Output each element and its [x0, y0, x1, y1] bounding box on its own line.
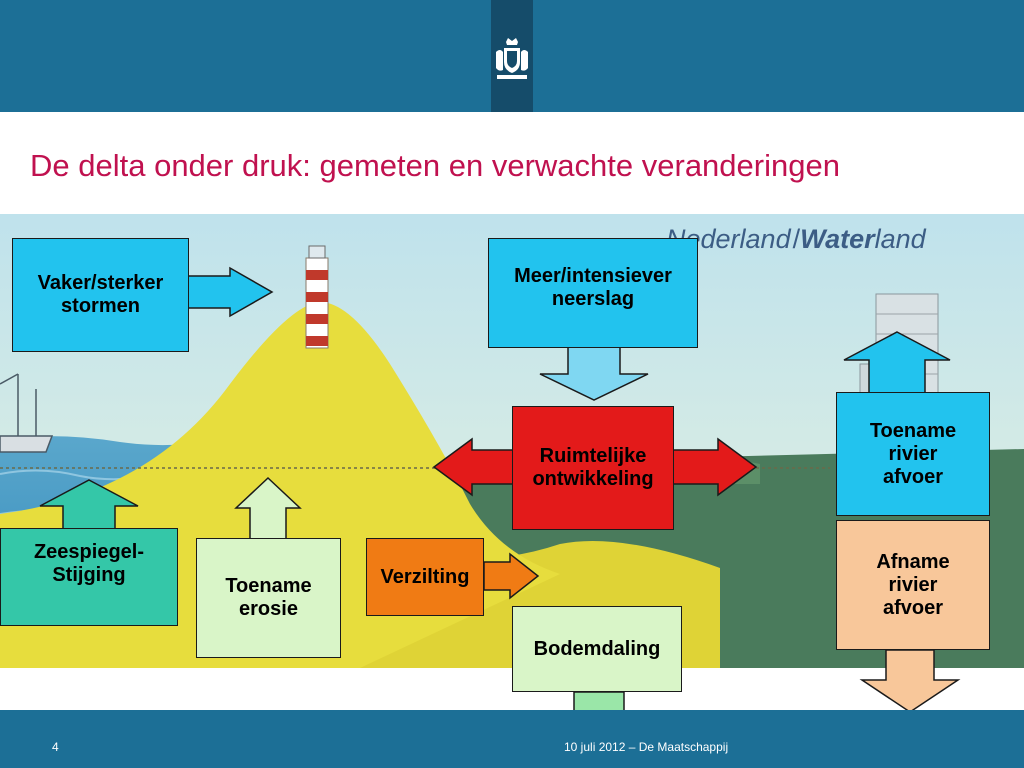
- node-spatial-line1: Ruimtelijke: [539, 445, 647, 467]
- node-river-decrease-line3: afvoer: [882, 596, 943, 619]
- node-salinization: Verzilting: [366, 538, 484, 616]
- node-subsidence: Bodemdaling: [512, 606, 682, 692]
- node-river-decrease-line1: Afname: [876, 550, 950, 573]
- node-storms-line2: stormen: [61, 295, 140, 317]
- logo-strip: [491, 0, 533, 112]
- node-river-decrease-line2: rivier: [888, 573, 938, 596]
- footer-bar: 4 10 juli 2012 – De Maatschappij: [0, 710, 1024, 768]
- page-number: 4: [52, 740, 59, 754]
- node-river-increase-line1: Toename: [869, 419, 957, 442]
- ship: [0, 373, 54, 453]
- node-storms-line1: Vaker/sterker: [37, 272, 164, 294]
- node-river-increase-line3: afvoer: [882, 465, 943, 488]
- footer-text: 10 juli 2012 – De Maatschappij: [564, 740, 729, 754]
- node-sea-level-line2: Stijging: [52, 564, 126, 586]
- node-rainfall-line1: Meer/intensiever: [514, 265, 672, 287]
- node-river-increase-line2: rivier: [888, 442, 938, 465]
- node-subsidence-line1: Bodemdaling: [533, 637, 661, 660]
- node-erosion-line2: erosie: [239, 598, 298, 620]
- node-sea-level: Zeespiegel-Stijging: [0, 528, 178, 626]
- slide-title: De delta onder druk: gemeten en verwacht…: [30, 148, 840, 183]
- node-sea-level-line1: Zeespiegel-: [33, 541, 145, 563]
- header-bar: [0, 0, 1024, 112]
- node-salinization-line1: Verzilting: [380, 565, 470, 588]
- node-rainfall-line2: neerslag: [551, 288, 635, 310]
- node-erosion-line1: Toename: [225, 575, 312, 597]
- coat-of-arms-icon: [496, 38, 528, 79]
- node-spatial-line2: ontwikkeling: [532, 468, 654, 490]
- lighthouse: [305, 245, 329, 349]
- banner-text: Nederland/Waterland: [666, 224, 927, 254]
